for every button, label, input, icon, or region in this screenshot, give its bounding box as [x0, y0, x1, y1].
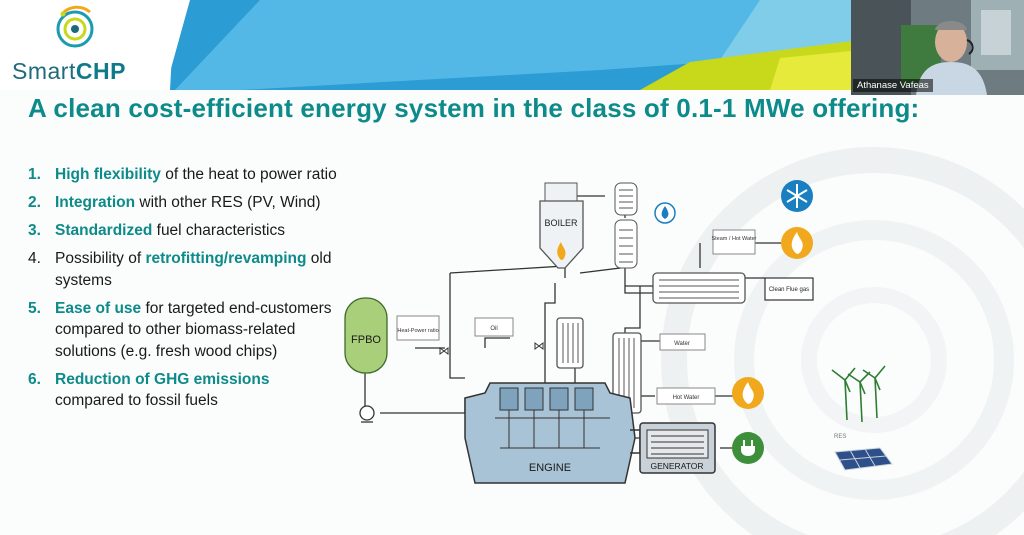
participant-video-feed	[851, 0, 1024, 95]
item-number: 1.	[28, 166, 41, 183]
scr-unit	[614, 182, 638, 216]
hot-water-box	[656, 387, 716, 405]
brand-name: SmartCHP	[12, 58, 126, 85]
pipe	[544, 283, 556, 383]
item-highlight: retrofitting/revamping	[145, 250, 307, 267]
clean-flue-box	[764, 277, 814, 301]
benefits-list: 1. High flexibility of the heat to power …	[28, 164, 338, 418]
smartchp-logo-icon	[56, 5, 94, 48]
item-number: 5.	[28, 299, 41, 317]
item-text: for targeted end-customers compared to o…	[55, 299, 332, 360]
fpbo-label: FPBO	[351, 334, 381, 346]
list-item: 2. Integration with other RES (PV, Wind)	[28, 192, 338, 214]
generator-label: GENERATOR	[650, 461, 703, 471]
item-text: fuel characteristics	[152, 222, 285, 239]
item-text: compared to fossil fuels	[55, 392, 218, 409]
pipe	[484, 337, 510, 348]
list-item: 5. Ease of use for targeted end-customers…	[28, 298, 338, 363]
pipe	[449, 273, 465, 379]
heat-flame-icon	[781, 227, 813, 259]
brand-plain: Smart	[12, 58, 76, 84]
item-text-prefix: Possibility of	[55, 250, 146, 267]
snowflake-icon	[781, 180, 813, 212]
droplet-icon	[661, 206, 669, 219]
fpbo-tank: FPBO	[344, 297, 388, 374]
steam-label: Steam / Hot Water	[711, 236, 756, 242]
engine: ENGINE	[464, 382, 636, 484]
pm-filter	[614, 219, 638, 269]
power-plug-icon	[732, 432, 764, 464]
list-item: 1. High flexibility of the heat to power …	[28, 164, 338, 186]
item-highlight: Ease of use	[55, 299, 142, 317]
item-text: with other RES (PV, Wind)	[135, 194, 321, 211]
steam-box	[712, 229, 756, 255]
background-rings-decoration	[661, 147, 1024, 535]
slide-title: A clean cost-efficient energy system in …	[28, 93, 920, 123]
boiler-label: BOILER	[544, 218, 578, 228]
heat-power-box	[396, 315, 440, 341]
brand-bold: CHP	[75, 58, 126, 84]
flue-heat-exchanger	[652, 272, 746, 304]
heat-power-label: Heat-Power ratio	[397, 328, 438, 334]
engine-label: ENGINE	[529, 462, 571, 474]
item-number: 3.	[28, 222, 41, 239]
list-item: 3. Standardized fuel characteristics	[28, 220, 338, 242]
clean-flue-label: Clean Flue gas	[769, 287, 809, 293]
generator: GENERATOR	[630, 422, 716, 474]
item-highlight: Standardized	[55, 222, 153, 239]
oil-label: Oil	[490, 326, 497, 332]
solar-panel-icon	[834, 447, 893, 471]
water-box	[659, 333, 706, 351]
pipe	[579, 258, 621, 274]
participant-video[interactable]: Athanase Vafeas	[851, 0, 1024, 95]
pump-icon	[359, 405, 375, 421]
item-text: of the heat to power ratio	[160, 166, 337, 183]
list-item: 6. Reduction of GHG emissions compared to…	[28, 369, 338, 412]
item-number: 2.	[28, 194, 41, 211]
hot-water-flame-icon	[732, 377, 764, 409]
header-banner	[0, 0, 1024, 90]
pipe	[624, 268, 653, 294]
valve-icon	[439, 347, 449, 355]
item-highlight: Reduction of GHG emissions	[55, 370, 270, 388]
pipe	[449, 265, 566, 278]
oil-box	[474, 317, 514, 337]
pipe	[380, 398, 466, 414]
res-label: RES	[834, 434, 846, 440]
item-highlight: Integration	[55, 194, 136, 211]
item-highlight: High flexibility	[55, 166, 161, 183]
list-item: 4.Possibility of retrofitting/revamping …	[28, 248, 338, 291]
chp-process-diagram: FPBO Heat-Power ratio Oil BOILER	[344, 180, 814, 484]
item-number: 6.	[28, 370, 41, 388]
flame-icon	[557, 242, 566, 260]
water-label: Water	[674, 341, 690, 347]
item-number: 4.	[28, 250, 41, 267]
pipe	[625, 285, 654, 288]
hot-water-label: Hot Water	[673, 395, 700, 401]
wind-turbine-icon	[831, 365, 886, 423]
res-illustration: RES	[831, 365, 893, 471]
pipe	[364, 368, 367, 409]
item-text: old systems	[55, 250, 332, 289]
boiler: BOILER	[539, 182, 584, 269]
participant-name: Athanase Vafeas	[853, 79, 933, 92]
valve-icon	[534, 342, 544, 350]
oil-heat-exchanger	[556, 317, 584, 369]
